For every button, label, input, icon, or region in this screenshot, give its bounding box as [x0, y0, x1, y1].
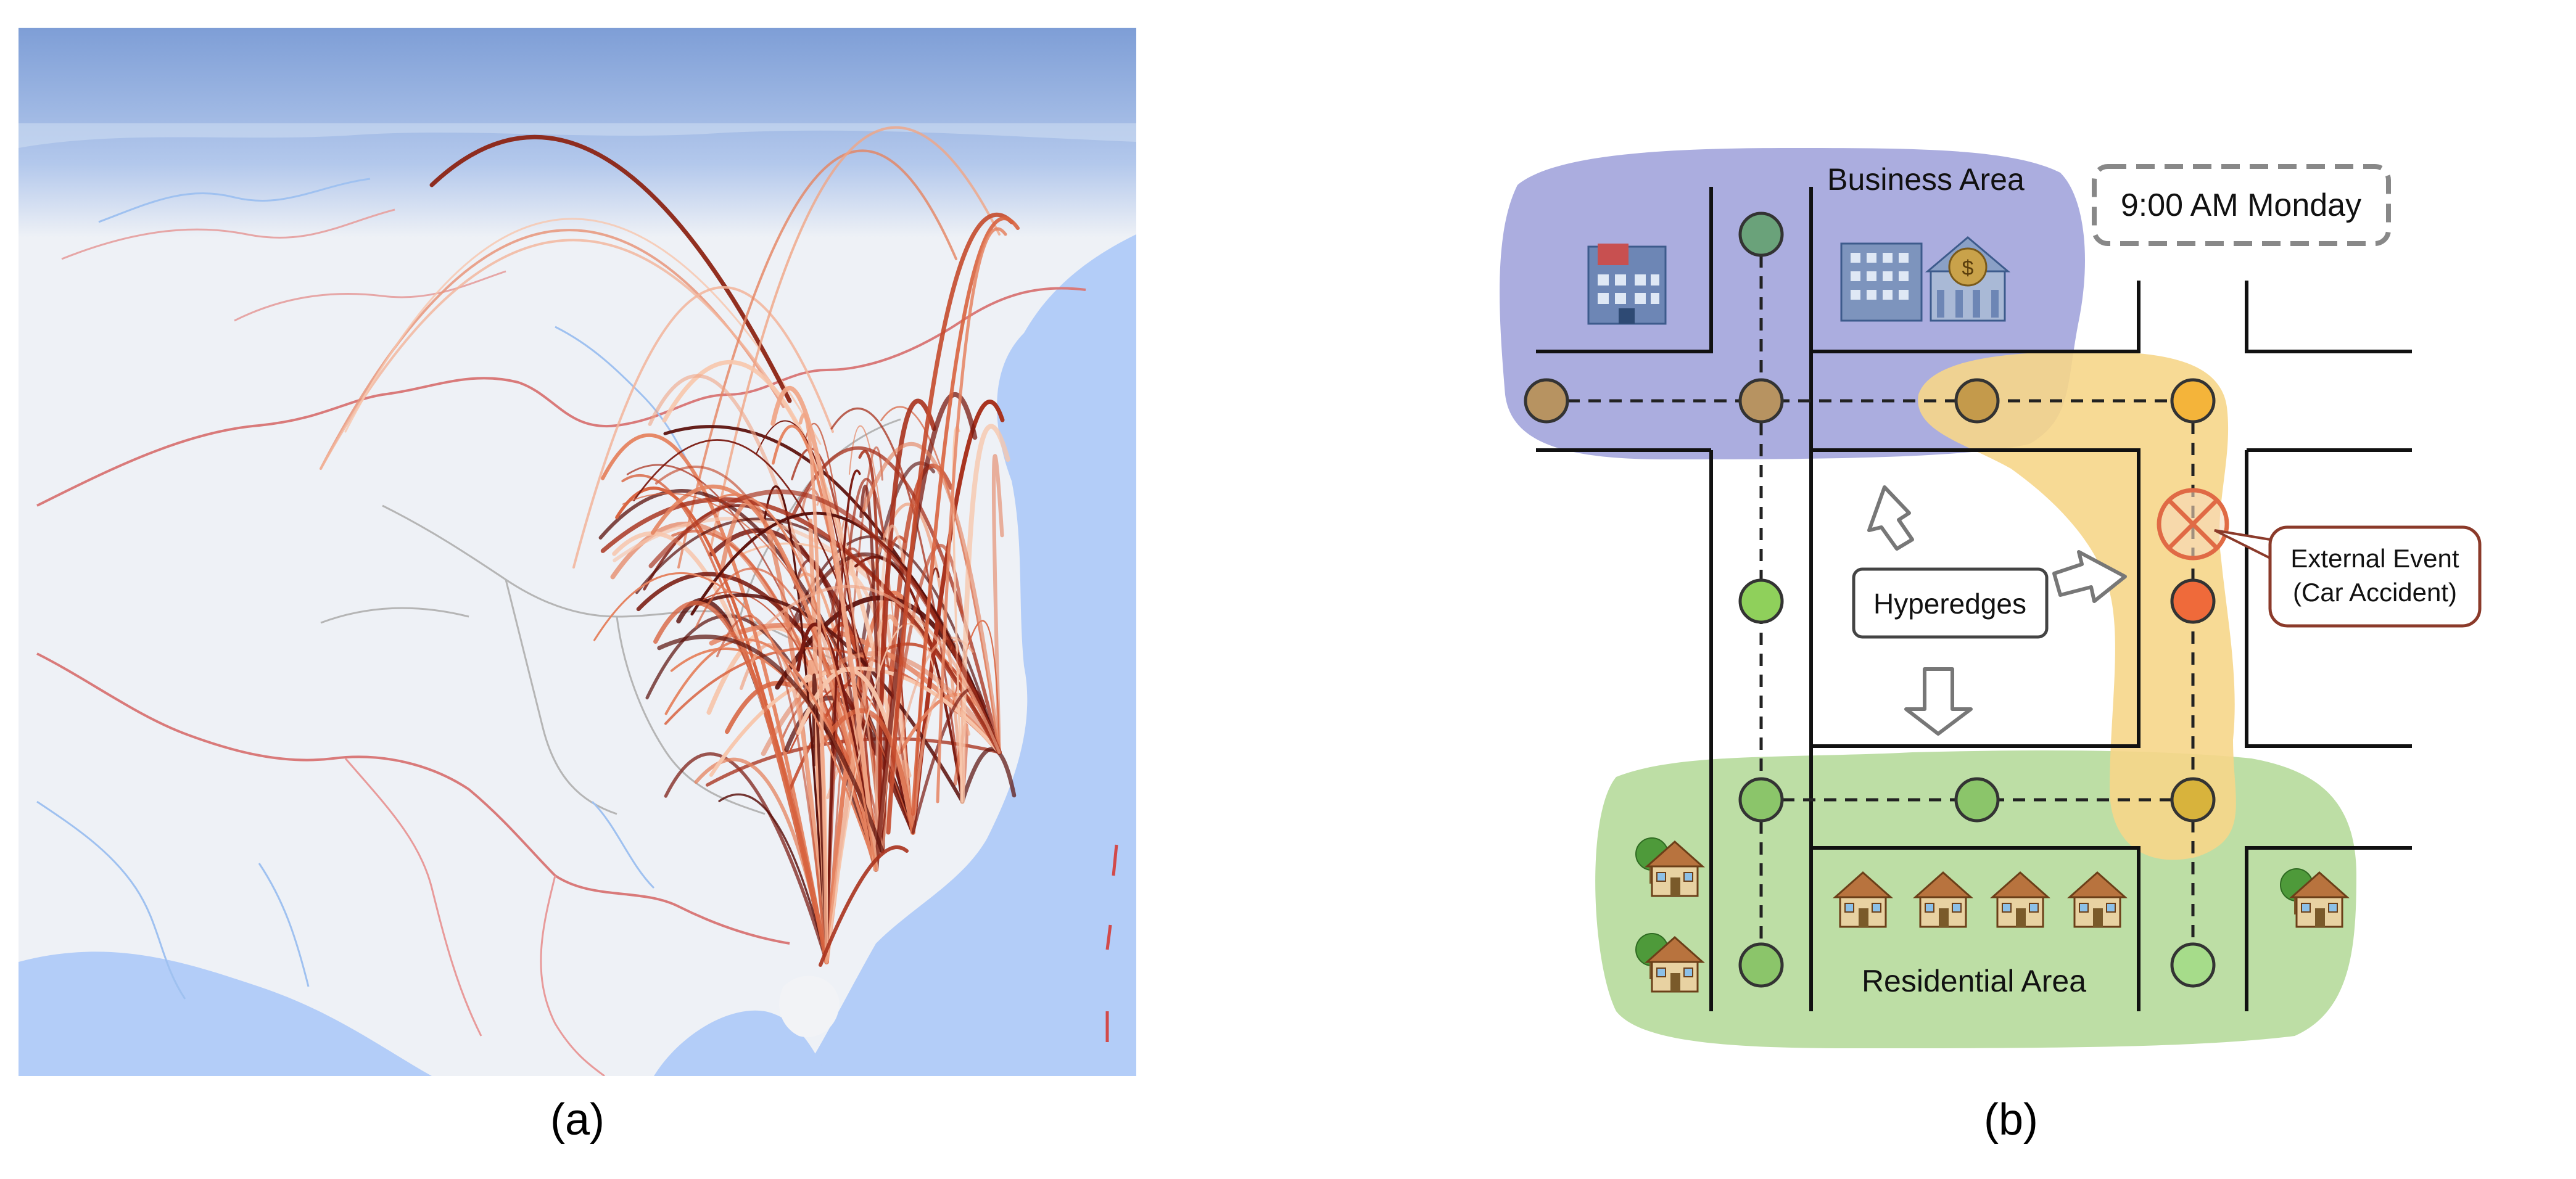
external-event-line2: (Car Accident): [2293, 578, 2457, 607]
node-business-left: [1525, 380, 1567, 422]
hyperedges-label: Hyperedges: [1873, 588, 2026, 620]
time-label: 9:00 AM Monday: [2121, 187, 2361, 223]
node-res-left: [1740, 779, 1782, 821]
node-mid-red: [2172, 580, 2214, 622]
node-res-bottom-right: [2172, 944, 2214, 986]
node-business-right: [1956, 380, 1998, 422]
business-area-label: Business Area: [1827, 162, 2025, 197]
arrow-icon: [1906, 669, 1971, 734]
node-res-bottom-left: [1740, 944, 1782, 986]
panel-a-caption: (a): [550, 1095, 605, 1144]
accident-marker-icon: [2159, 490, 2227, 558]
node-business-top: [1740, 213, 1782, 255]
arrow-icon: [1869, 487, 1912, 549]
node-res-center: [1956, 779, 1998, 821]
panel-b-caption: (b): [1984, 1095, 2038, 1144]
office-building-icon: [1588, 244, 1666, 324]
node-res-right: [2172, 779, 2214, 821]
svg-text:$: $: [1962, 257, 1974, 280]
node-business-center: [1740, 380, 1782, 422]
residential-area-label: Residential Area: [1862, 964, 2086, 998]
external-event-box: [2270, 527, 2480, 626]
node-mid-green: [1740, 580, 1782, 622]
external-event-line1: External Event: [2290, 544, 2459, 573]
node-corner-yellow: [2172, 380, 2214, 422]
office-building-icon: [1841, 244, 1922, 321]
panel-a-map: [19, 28, 1136, 1076]
panel-b-diagram: External Event (Car Accident) 9:00 AM Mo…: [1500, 148, 2480, 1048]
